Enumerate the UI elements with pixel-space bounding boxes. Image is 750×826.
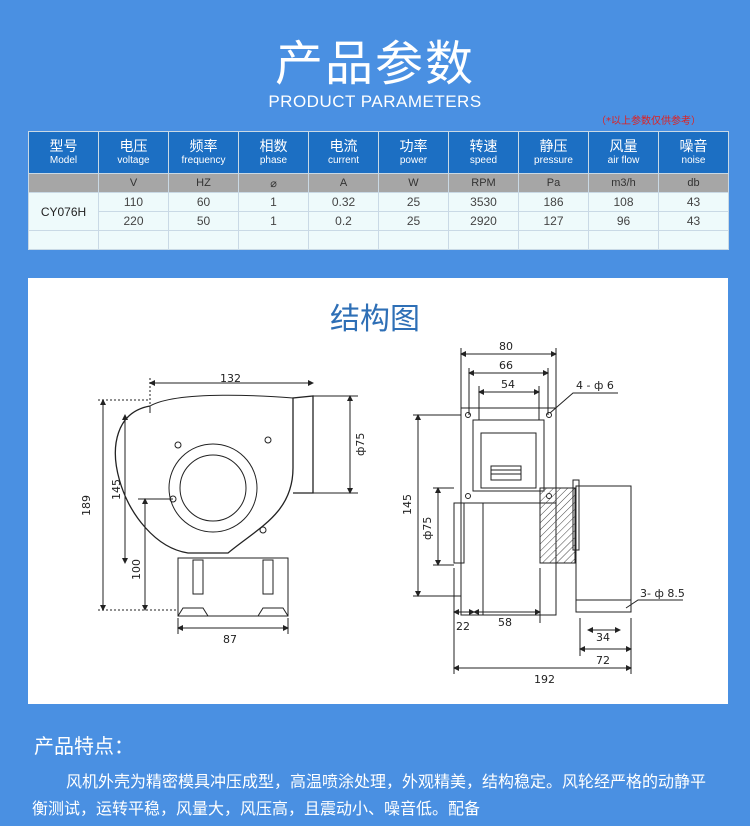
dim-front-phi75: ф75 (421, 517, 434, 540)
table-cell (378, 230, 449, 250)
unit-cell (28, 173, 99, 193)
structure-panel (28, 278, 728, 704)
table-cell: 1 (238, 211, 309, 231)
table-cell: 0.32 (308, 192, 379, 212)
dim-phi75: ф75 (354, 433, 367, 456)
table-cell: 127 (518, 211, 589, 231)
structure-drawing: 132 189 145 100 87 ф75 (80, 340, 685, 686)
dim-foot-holes: 3- ф 8.5 (640, 587, 685, 600)
table-cell (28, 230, 99, 250)
dim-holes: 4 - ф 6 (576, 379, 614, 392)
unit-cell: HZ (168, 173, 239, 193)
table-cell: 110 (98, 192, 169, 212)
table-cell: 25 (378, 211, 449, 231)
table-cell: 108 (588, 192, 659, 212)
dim-145: 145 (110, 479, 123, 500)
table-cell: 96 (588, 211, 659, 231)
dim-132: 132 (220, 372, 241, 385)
table-cell: 1 (238, 192, 309, 212)
side-view (98, 378, 358, 634)
table-row: CY076H 110 60 1 0.32 25 3530 186 108 43 (28, 192, 729, 231)
unit-cell: db (658, 173, 729, 193)
unit-cell: RPM (448, 173, 519, 193)
page-title: 产品参数 (274, 36, 475, 92)
table-row-empty (28, 230, 729, 250)
page-subtitle: PRODUCT PARAMETERS (268, 92, 482, 111)
dim-58: 58 (498, 616, 512, 629)
table-cell: 60 (168, 192, 239, 212)
table-cell (448, 230, 519, 250)
table-cell: 3530 (448, 192, 519, 212)
table-cell: 0.2 (308, 211, 379, 231)
table-cell (98, 230, 169, 250)
table-cell: 50 (168, 211, 239, 231)
dim-54: 54 (501, 378, 515, 391)
features-text: 风机外壳为精密模具冲压成型，高温喷涂处理，外观精美，结构稳定。风轮经严格的动静平… (32, 772, 707, 818)
unit-cell: ⌀ (238, 173, 309, 193)
dim-80: 80 (499, 340, 513, 353)
table-cell: 43 (658, 192, 729, 212)
structure-title: 结构图 (330, 302, 420, 337)
table-cell (168, 230, 239, 250)
dim-66: 66 (499, 359, 513, 372)
table-cell: 25 (378, 192, 449, 212)
table-cell (518, 230, 589, 250)
table-cell: 43 (658, 211, 729, 231)
dim-192: 192 (534, 673, 555, 686)
table-cell: 2920 (448, 211, 519, 231)
features-title: 产品特点： (34, 734, 134, 758)
unit-cell: A (308, 173, 379, 193)
table-cell: 186 (518, 192, 589, 212)
table-row: 220 50 1 0.2 25 2920 127 96 43 (29, 211, 729, 231)
dim-22: 22 (456, 620, 470, 633)
unit-cell: W (378, 173, 449, 193)
table-cell (238, 230, 309, 250)
dim-189: 189 (80, 495, 93, 516)
reference-note: （*以上参数仅供参考） (596, 116, 701, 127)
table-cell: 220 (98, 211, 169, 231)
dim-100: 100 (130, 559, 143, 580)
dim-87: 87 (223, 633, 237, 646)
model-cell: CY076H (28, 192, 99, 231)
dim-34: 34 (596, 631, 610, 644)
unit-cell: m3/h (588, 173, 659, 193)
unit-cell: V (98, 173, 169, 193)
units-row: V HZ ⌀ A W RPM Pa m3/h db (28, 173, 729, 193)
table-cell (588, 230, 659, 250)
front-view (413, 348, 683, 674)
unit-cell: Pa (518, 173, 589, 193)
dim-front-145: 145 (401, 494, 414, 515)
table-cell (308, 230, 379, 250)
table-cell (658, 230, 729, 250)
dim-72: 72 (596, 654, 610, 667)
